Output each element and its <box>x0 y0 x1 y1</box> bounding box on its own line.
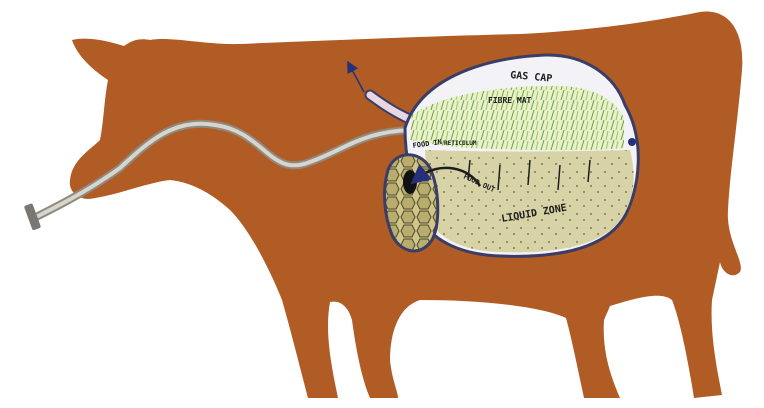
rumen-port-dot <box>628 138 636 146</box>
label-fibre-mat: FIBRE MAT <box>488 96 532 105</box>
food-out-opening <box>403 170 417 194</box>
reticulum <box>385 155 438 251</box>
label-reticulum: RETICULUM <box>444 140 477 147</box>
